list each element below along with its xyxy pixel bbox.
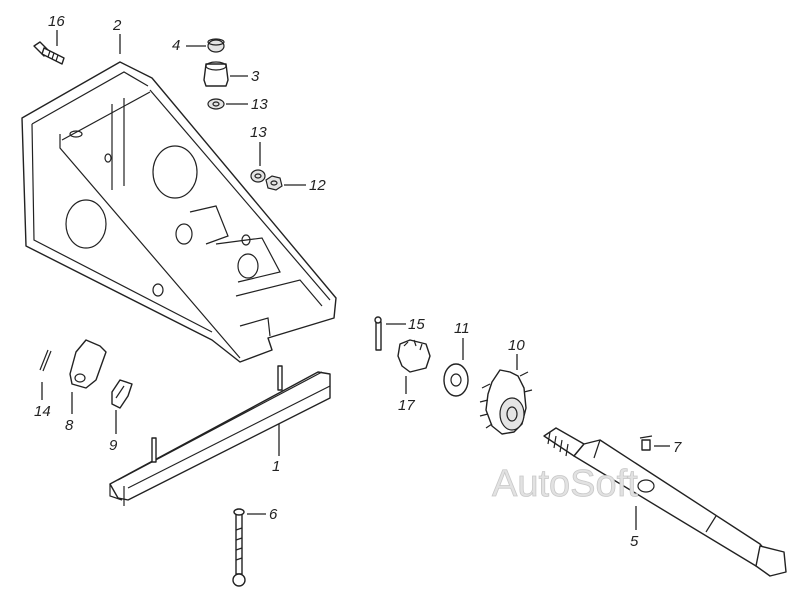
bracket-part-2 bbox=[21, 61, 337, 363]
callout-part-14: 14 bbox=[34, 403, 51, 420]
gear-part-10 bbox=[479, 369, 533, 435]
callout-part-13b: 13 bbox=[250, 124, 267, 141]
callout-part-17: 17 bbox=[398, 397, 415, 414]
callout-part-4: 4 bbox=[172, 37, 180, 54]
callout-part-7: 7 bbox=[673, 439, 682, 456]
callout-part-16: 16 bbox=[48, 13, 65, 30]
callout-part-6: 6 bbox=[269, 506, 278, 523]
hex-nut-part-3 bbox=[203, 61, 229, 87]
callout-part-10: 10 bbox=[508, 337, 525, 354]
castle-nut-part-17 bbox=[397, 339, 431, 373]
callout-part-8: 8 bbox=[65, 417, 74, 434]
callout-part-15: 15 bbox=[408, 316, 425, 333]
shaft-part-5 bbox=[543, 427, 787, 577]
callout-part-5: 5 bbox=[630, 533, 639, 550]
callout-part-12: 12 bbox=[309, 177, 326, 194]
nut-part-12 bbox=[265, 175, 283, 191]
leader-lines bbox=[41, 30, 670, 530]
pin-part-7 bbox=[639, 435, 653, 451]
pin-part-14 bbox=[39, 349, 52, 372]
callout-part-3: 3 bbox=[251, 68, 260, 85]
washer-part-13-lower bbox=[250, 169, 266, 183]
washer-part-13-upper bbox=[207, 98, 225, 110]
callout-part-13a: 13 bbox=[251, 96, 268, 113]
cotter-pin-part-15 bbox=[374, 316, 382, 351]
bolt-part-16 bbox=[33, 41, 65, 65]
callout-part-2: 2 bbox=[112, 17, 122, 34]
pin-part-6 bbox=[232, 508, 246, 587]
callout-part-11: 11 bbox=[454, 320, 470, 337]
callout-part-9: 9 bbox=[109, 437, 118, 454]
clip-part-8 bbox=[69, 339, 107, 389]
washer-part-11 bbox=[443, 363, 469, 397]
channel-part-1 bbox=[109, 365, 331, 506]
callout-part-1: 1 bbox=[272, 458, 280, 475]
spring-clip-part-9 bbox=[111, 379, 133, 409]
cap-part-4 bbox=[207, 38, 225, 53]
watermark-text: AutoSoft bbox=[492, 463, 638, 505]
